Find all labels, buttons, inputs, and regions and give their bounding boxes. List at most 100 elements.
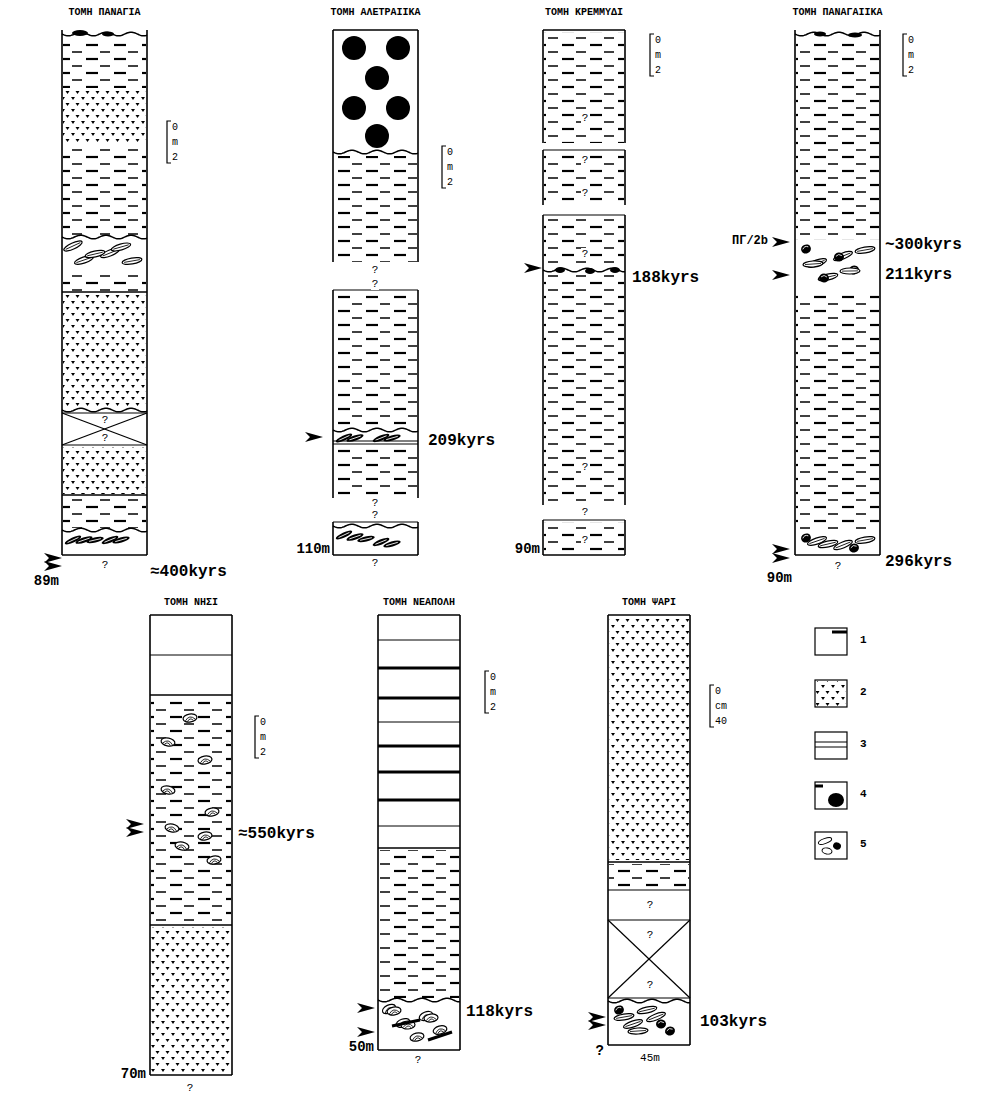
legend-number: 5: [860, 838, 867, 850]
legend-box: [815, 680, 847, 707]
shell-fossil: [346, 433, 365, 444]
legend-box: [815, 782, 847, 809]
unconformity: [333, 428, 418, 432]
bed-boundary: [62, 291, 147, 292]
uncertainty-mark: ?: [101, 414, 110, 426]
shell-fossil: [111, 241, 132, 252]
bed-boundary: [378, 667, 460, 670]
shell-fossil: [346, 433, 365, 444]
scale-mark: 2: [260, 747, 266, 758]
shell-fossil: [840, 268, 860, 274]
unconformity: [333, 150, 418, 154]
unconformity: [608, 999, 690, 1003]
lens: [814, 32, 826, 37]
uncertainty-mark: ?: [414, 1054, 423, 1066]
sample-code: ΠΓ/2b: [732, 235, 768, 248]
legend-sample: [832, 841, 842, 851]
shell-fossil: [86, 535, 105, 544]
uncertainty-mark: 45m: [639, 1052, 661, 1064]
uncertainty-mark: ?: [371, 497, 380, 509]
bed-boundary: [333, 29, 418, 31]
scale-mark: 0: [490, 672, 496, 683]
shell-fossil: [664, 1025, 676, 1036]
column-side: [417, 522, 419, 555]
shell-fossil: [206, 855, 221, 865]
sample-arrow: [524, 263, 542, 273]
column-side: [624, 520, 626, 555]
bed-boundary: [608, 861, 690, 862]
unconformity: [378, 998, 460, 1002]
column-side: [542, 215, 544, 505]
legend-sample: [815, 747, 847, 748]
bed-boundary: [62, 444, 147, 445]
shell-fossil: [122, 256, 143, 265]
legend-number: 3: [860, 738, 867, 750]
uncertainty-mark: ?: [371, 264, 380, 276]
pebble: [342, 96, 366, 120]
shell-fossil: [111, 241, 132, 252]
sample-arrow: [357, 1027, 375, 1037]
sample-arrow: [588, 1012, 606, 1022]
shale-fill: [544, 152, 624, 205]
elevation-label: ?: [596, 1044, 604, 1059]
shale-fill: [334, 156, 417, 262]
bed-boundary: [378, 640, 460, 641]
shell-fossil: [174, 841, 189, 852]
shell-fossil: [833, 252, 844, 262]
legend-swatch: [815, 680, 847, 707]
shell-fossil: [197, 755, 212, 765]
scale-mark: 0: [655, 35, 661, 46]
sand-fill: [609, 617, 689, 860]
elevation-label: 89m: [34, 574, 59, 589]
scale-mark: m: [490, 687, 496, 698]
column-side: [332, 30, 334, 262]
shell-fossil: [86, 535, 105, 544]
legend-box: [815, 732, 847, 759]
shell-fossil: [800, 243, 813, 255]
legend-sample: [818, 836, 833, 845]
uncertainty-mark: ?: [581, 187, 590, 199]
uncertainty-mark: ?: [581, 461, 590, 473]
uncertainty-mark: ?: [101, 559, 110, 571]
column-side: [149, 615, 151, 1075]
sample-arrow: [44, 561, 62, 571]
uncertainty-mark: ?: [581, 112, 590, 124]
section-title: ΤΟΜΗ ΠΑΝΑΓΑΙΙΚΑ: [789, 5, 885, 21]
elevation-label: 70m: [121, 1067, 146, 1082]
shell-fossil: [628, 1027, 648, 1034]
section-drawing: [44, 30, 907, 1075]
shell-fossil: [803, 260, 823, 267]
uncertainty-mark: ?: [646, 929, 655, 941]
bed-boundary: [378, 847, 460, 848]
sand-fill: [151, 927, 231, 1073]
lens: [610, 267, 620, 273]
shell-fossil: [112, 535, 131, 545]
scale-bar: [710, 685, 714, 727]
unconformity: [62, 408, 147, 412]
uncertainty-mark: ?: [371, 509, 380, 521]
shale-fill: [544, 217, 624, 264]
unconformity: [333, 524, 418, 528]
shell-fossil: [848, 542, 860, 553]
section-title: ΤΟΜΗ ΚΡΕΜΜΥΔΙ: [542, 5, 626, 21]
column-side: [417, 30, 419, 262]
shell-fossil: [424, 1013, 439, 1023]
bed-boundary: [378, 771, 460, 774]
legend-sample: [816, 681, 846, 706]
shell-rib: [162, 788, 173, 794]
shell-rib: [802, 534, 808, 538]
column-side: [794, 30, 796, 555]
section-column: ΤΟΜΗ ΝΗΣΙ: [150, 595, 232, 1075]
shell-fossil: [833, 249, 854, 262]
shell-fossil: [800, 243, 813, 255]
shell-rib: [185, 716, 196, 722]
shell-rib: [666, 1028, 672, 1031]
shell-fossil: [655, 1019, 666, 1029]
scale-mark: m: [172, 137, 178, 148]
sample-arrow: [305, 432, 323, 442]
unconformity: [62, 528, 147, 532]
legend-sample: [815, 785, 823, 788]
sample-arrow: [126, 827, 144, 837]
shell-rib: [386, 436, 398, 439]
bed-boundary: [150, 1074, 232, 1076]
